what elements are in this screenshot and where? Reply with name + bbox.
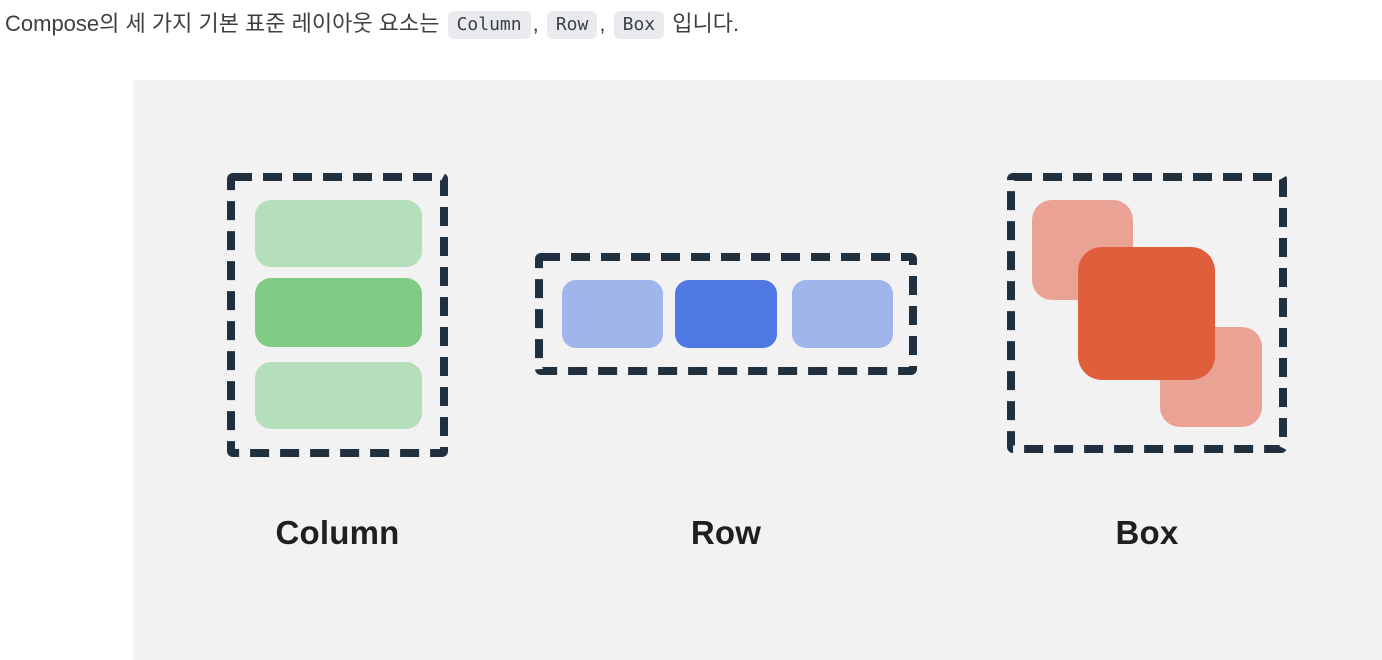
column-figure — [227, 173, 448, 457]
box-label: Box — [1115, 514, 1179, 551]
column-label: Column — [275, 514, 400, 551]
box-item-front-center — [1078, 247, 1215, 380]
separator: , — [532, 11, 539, 36]
column-dashed-border — [227, 173, 448, 457]
row-item-right — [792, 280, 893, 348]
row-item-left — [562, 280, 663, 348]
row-figure — [535, 253, 917, 375]
box-figure — [1007, 173, 1287, 453]
column-item-bottom — [255, 362, 422, 429]
code-chip-column: Column — [447, 11, 531, 39]
intro-prefix: Compose의 세 가지 기본 표준 레이아웃 요소는 — [5, 11, 440, 36]
intro-suffix: 입니다. — [672, 11, 740, 36]
column-item-top — [255, 200, 422, 267]
dashed-rect — [535, 253, 917, 375]
code-chip-box: Box — [613, 11, 665, 39]
row-item-center — [675, 280, 777, 348]
row-dashed-border — [535, 253, 917, 375]
dashed-rect — [227, 173, 448, 457]
column-item-middle — [255, 278, 422, 347]
code-chip-row: Row — [546, 11, 598, 39]
box-dashed-border — [1007, 173, 1287, 453]
row-label: Row — [690, 514, 762, 551]
diagram-panel: Column Row Box — [133, 80, 1382, 660]
dashed-rect — [1007, 173, 1287, 453]
separator: , — [599, 11, 606, 36]
intro-text: Compose의 세 가지 기본 표준 레이아웃 요소는 Column, Row… — [5, 8, 1375, 40]
